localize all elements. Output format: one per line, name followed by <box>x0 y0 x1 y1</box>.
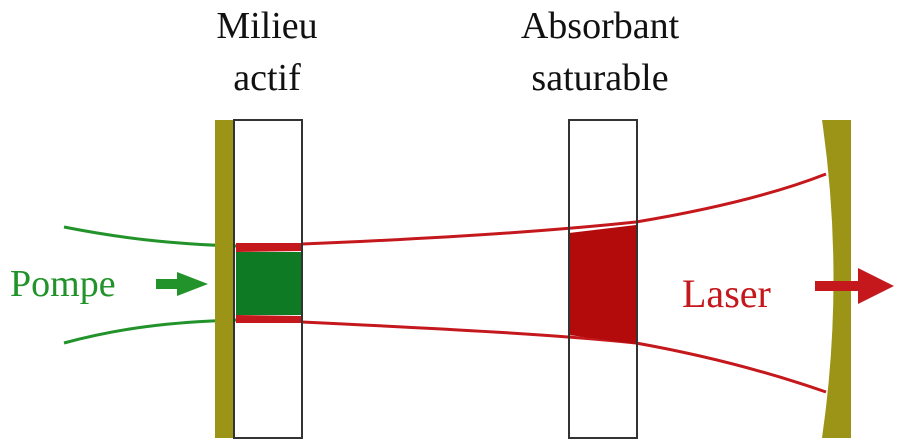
laser-beam-upper-edge <box>301 172 827 246</box>
saturable-absorber-filled-region <box>569 225 636 344</box>
input-mirror <box>215 120 233 438</box>
laser-beam-lower-band <box>236 315 302 323</box>
active-medium-cell <box>233 119 303 439</box>
laser-beam-lower-edge <box>301 320 827 394</box>
pump-beam-upper-edge <box>63 225 237 248</box>
active-medium-label-line1: Milieu <box>216 5 317 47</box>
laser-output-label: Laser <box>682 271 771 316</box>
active-medium-gain-region <box>236 252 302 315</box>
laser-output-arrow-icon <box>815 268 894 304</box>
pump-label: Pompe <box>10 263 116 305</box>
saturable-absorber-label-line2: saturable <box>531 57 668 99</box>
output-coupler-mirror <box>822 120 851 438</box>
saturable-absorber-cell <box>568 119 638 439</box>
laser-beam-upper-band <box>236 243 302 252</box>
active-medium-label-line2: actif <box>233 57 301 99</box>
saturable-absorber-label-line1: Absorbant <box>521 5 680 47</box>
pump-beam-lower-edge <box>63 318 237 345</box>
pump-arrow-icon <box>156 272 208 296</box>
